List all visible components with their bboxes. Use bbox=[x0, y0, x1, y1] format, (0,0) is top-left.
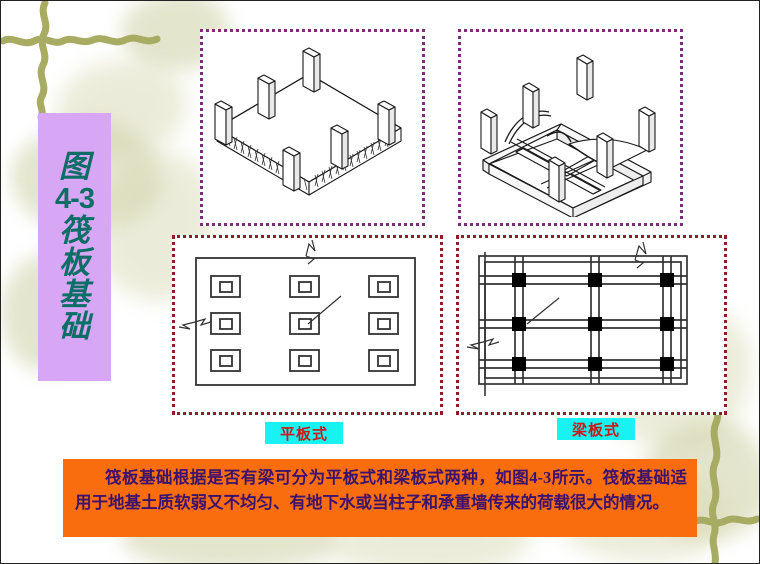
figure-title-number: 4-3 bbox=[55, 182, 95, 215]
brush-stroke-cross-topleft bbox=[1, 1, 161, 121]
flat-slab-isometric-drawing bbox=[214, 47, 402, 196]
description-paragraph: 筏板基础根据是否有梁可分为平板式和梁板式两种，如图4-3所示。筏板基础适用于地基… bbox=[75, 468, 687, 512]
figure-title-char-5: 基 bbox=[59, 277, 90, 313]
figure-title-char-1: 图 bbox=[59, 148, 90, 184]
figure-title-char-3: 筏 bbox=[59, 213, 90, 249]
panel-beam-slab-isometric bbox=[458, 29, 683, 226]
figure-title-char-4: 板 bbox=[59, 245, 90, 281]
panel-beam-slab-plan bbox=[456, 235, 727, 415]
caption-flat-slab-label: 平板式 bbox=[279, 426, 328, 443]
beam-slab-plan-drawing bbox=[466, 241, 688, 396]
caption-beam-slab: 梁板式 bbox=[557, 418, 635, 440]
panel-flat-slab-isometric bbox=[200, 29, 425, 226]
panel-flat-slab-plan bbox=[172, 235, 443, 415]
description-textbox: 筏板基础根据是否有梁可分为平板式和梁板式两种，如图4-3所示。筏板基础适用于地基… bbox=[63, 459, 697, 537]
flat-slab-plan-drawing bbox=[178, 239, 416, 386]
caption-beam-slab-label: 梁板式 bbox=[571, 422, 620, 439]
figure-title-char-6: 础 bbox=[59, 309, 90, 345]
figure-title-panel: 图 4-3 筏 板 基 础 bbox=[38, 113, 111, 381]
caption-flat-slab: 平板式 bbox=[265, 422, 343, 444]
column-marker bbox=[512, 273, 674, 371]
beam-slab-isometric-drawing bbox=[480, 54, 656, 217]
